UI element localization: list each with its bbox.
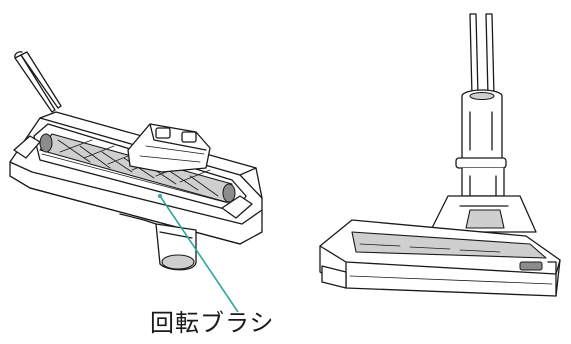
rotating-brush-label: 回転ブラシ (150, 306, 330, 340)
nozzle-connector-pipe (456, 90, 506, 196)
brush-head-underside-illustration (10, 112, 262, 270)
tweezers-icon (15, 52, 61, 112)
power-nozzle-illustration (320, 14, 560, 296)
nozzle-wires (470, 14, 494, 96)
callout-leader-dot (158, 194, 162, 198)
